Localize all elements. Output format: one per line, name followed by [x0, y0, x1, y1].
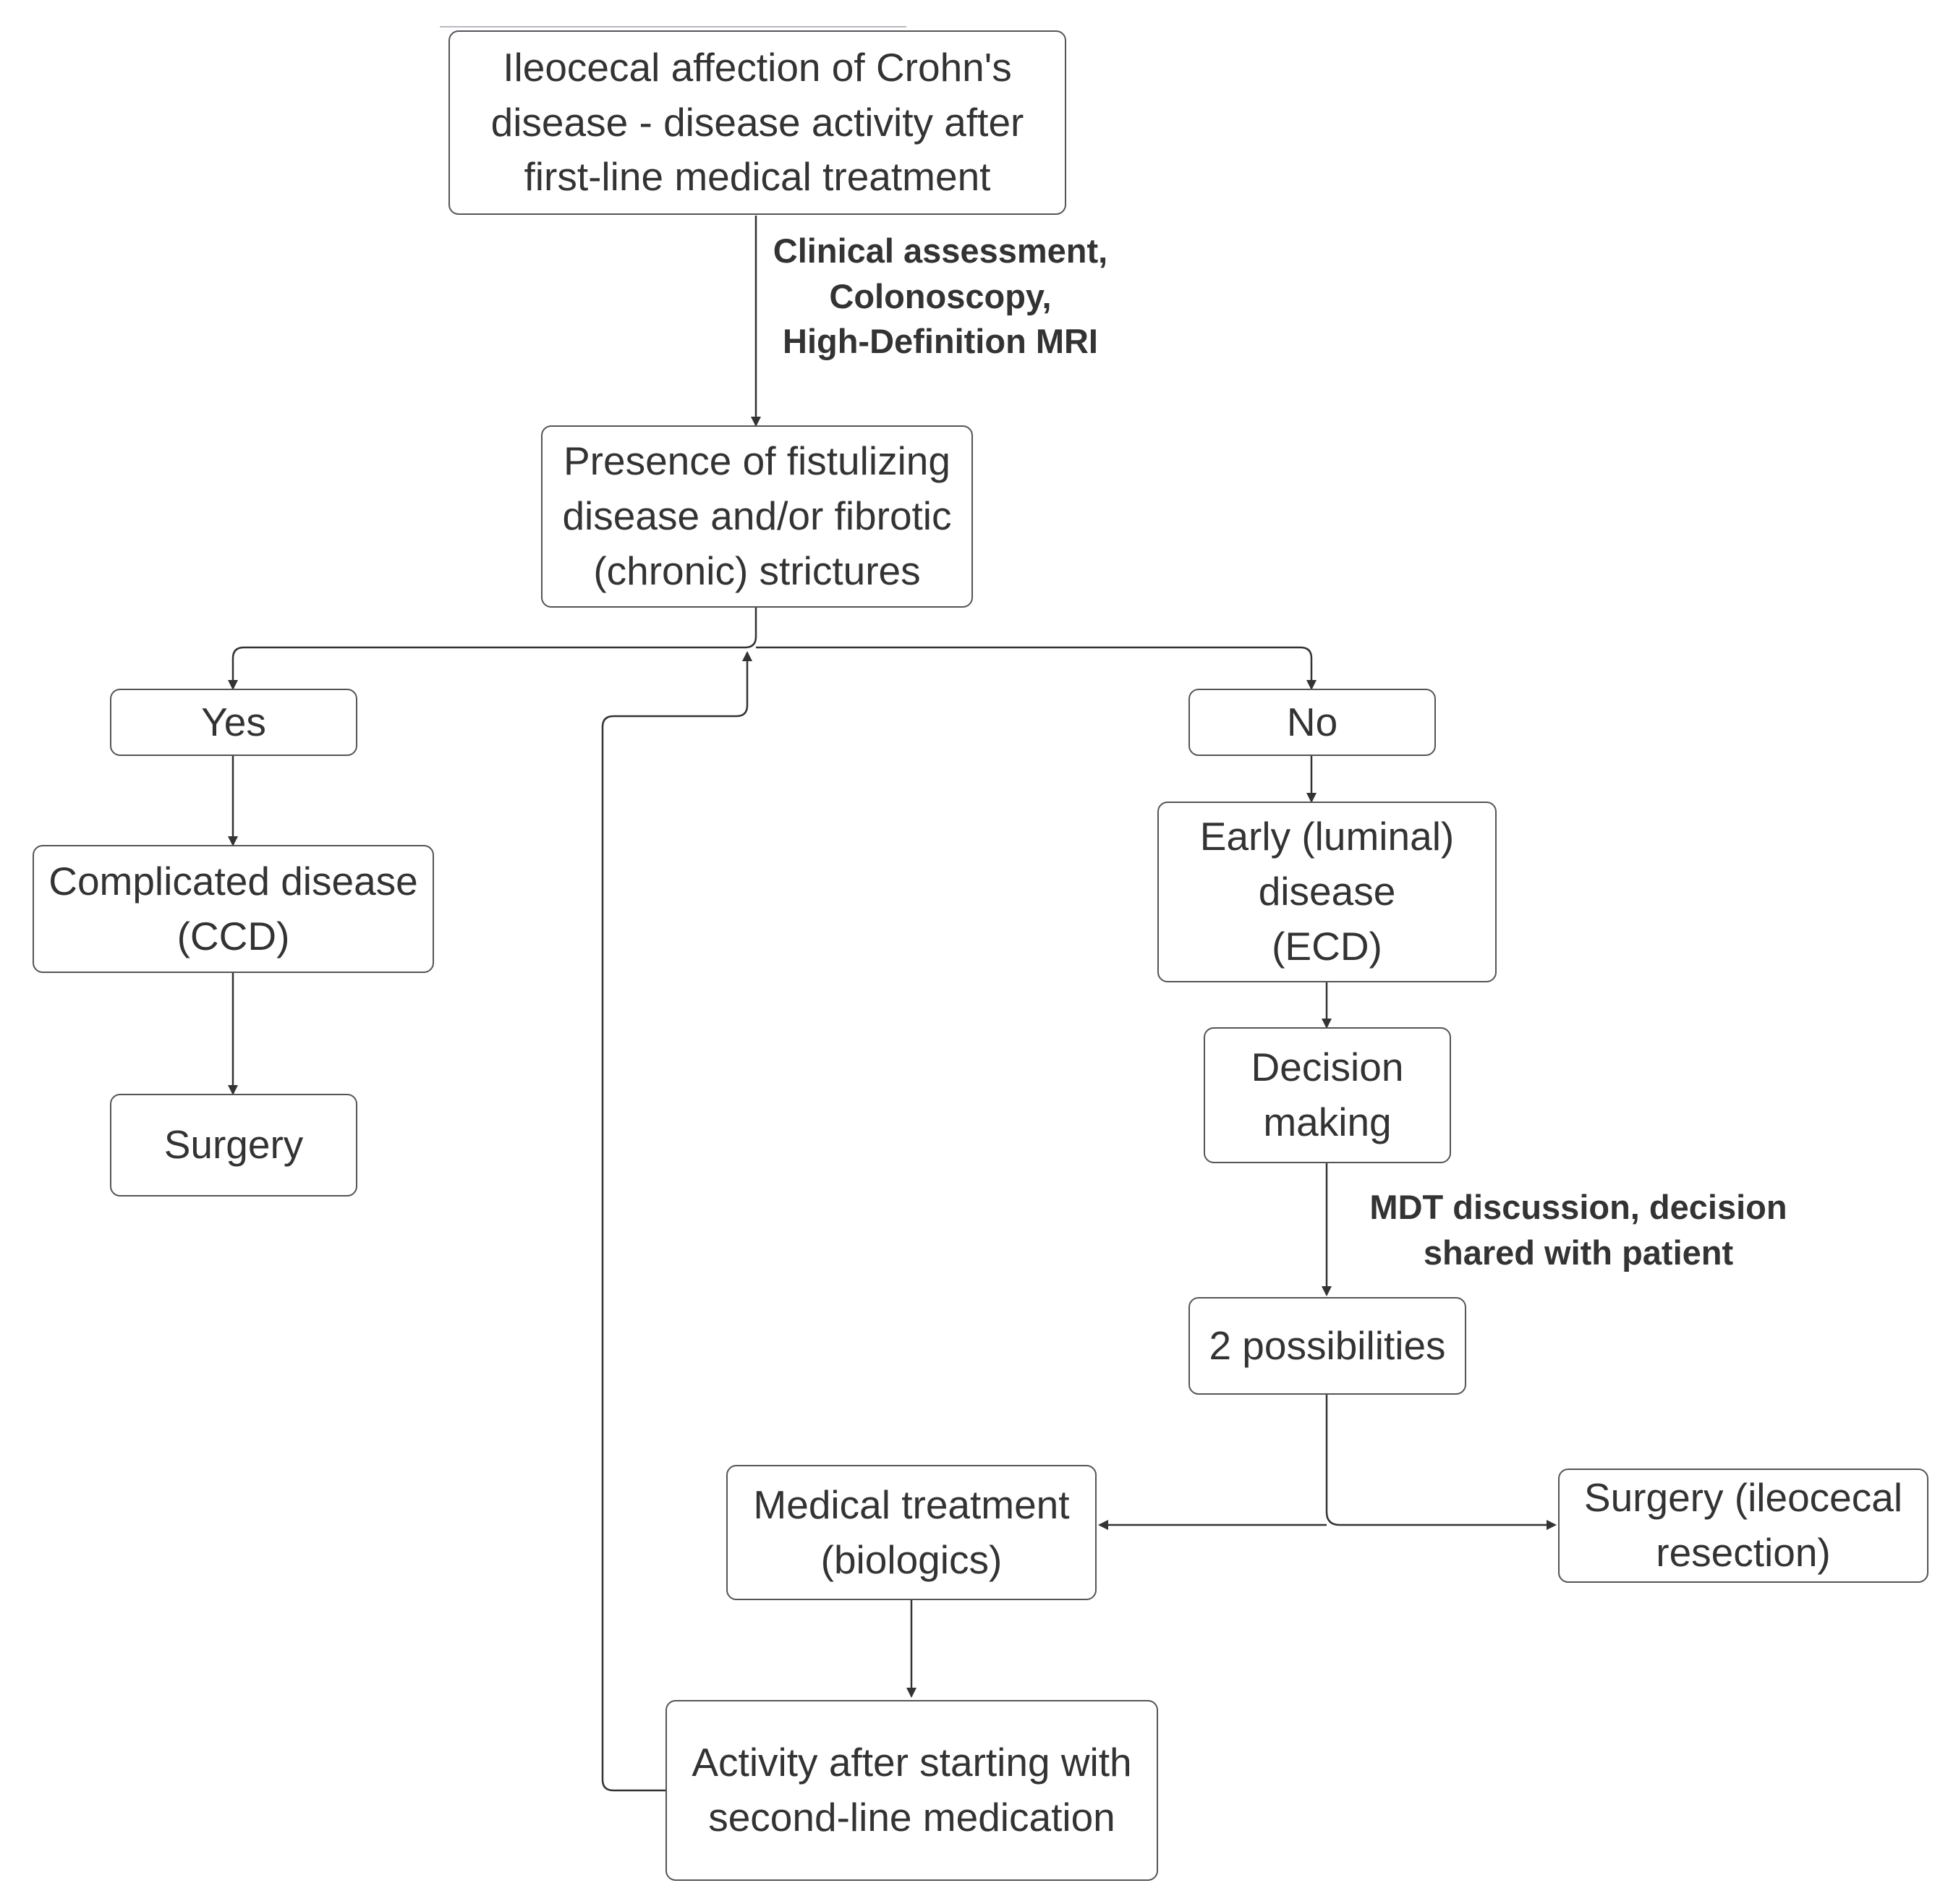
node-medical[interactable]: Medical treatment (biologics)	[726, 1465, 1097, 1600]
top-divider-line	[440, 26, 906, 27]
node-presence[interactable]: Presence of fistulizing disease and/or f…	[541, 425, 973, 608]
arrow-possibilities-to-surgery-ileocecal	[1325, 1395, 1557, 1530]
arrow-presence-to-no	[756, 646, 1317, 690]
arrow-activity-loop-back	[601, 651, 752, 1792]
edge-label-assessment: Clinical assessment, Colonoscopy, High-D…	[773, 231, 1108, 360]
node-surgery-ileocecal-label: Surgery (ileocecal resection)	[1583, 1475, 1903, 1575]
node-decision[interactable]: Decision making	[1204, 1027, 1451, 1163]
arrow-presence-to-yes	[228, 608, 757, 690]
node-complicated[interactable]: Complicated disease (CCD)	[33, 845, 434, 973]
node-surgery[interactable]: Surgery	[110, 1094, 357, 1197]
node-no-label: No	[1286, 699, 1338, 744]
edge-label-mdt: MDT discussion, decision shared with pat…	[1369, 1188, 1787, 1272]
node-start[interactable]: Ileocecal affection of Crohn's disease -…	[448, 30, 1066, 215]
node-surgery-ileocecal[interactable]: Surgery (ileocecal resection)	[1558, 1469, 1928, 1583]
node-activity[interactable]: Activity after starting with second-line…	[665, 1700, 1158, 1881]
node-possibilities[interactable]: 2 possibilities	[1188, 1297, 1466, 1395]
node-early[interactable]: Early (luminal) disease (ECD)	[1157, 802, 1497, 982]
node-decision-label: Decision making	[1251, 1045, 1404, 1144]
node-yes[interactable]: Yes	[110, 689, 357, 756]
node-start-label: Ileocecal affection of Crohn's disease -…	[490, 44, 1024, 200]
node-presence-label: Presence of fistulizing disease and/or f…	[562, 438, 952, 593]
node-activity-label: Activity after starting with second-line…	[692, 1740, 1132, 1840]
node-early-label: Early (luminal) disease (ECD)	[1199, 814, 1455, 969]
node-yes-label: Yes	[201, 699, 266, 744]
node-possibilities-label: 2 possibilities	[1209, 1322, 1446, 1368]
node-medical-label: Medical treatment (biologics)	[753, 1482, 1070, 1582]
node-no[interactable]: No	[1188, 689, 1436, 756]
node-complicated-label: Complicated disease (CCD)	[48, 858, 418, 959]
node-surgery-label: Surgery	[163, 1122, 304, 1168]
